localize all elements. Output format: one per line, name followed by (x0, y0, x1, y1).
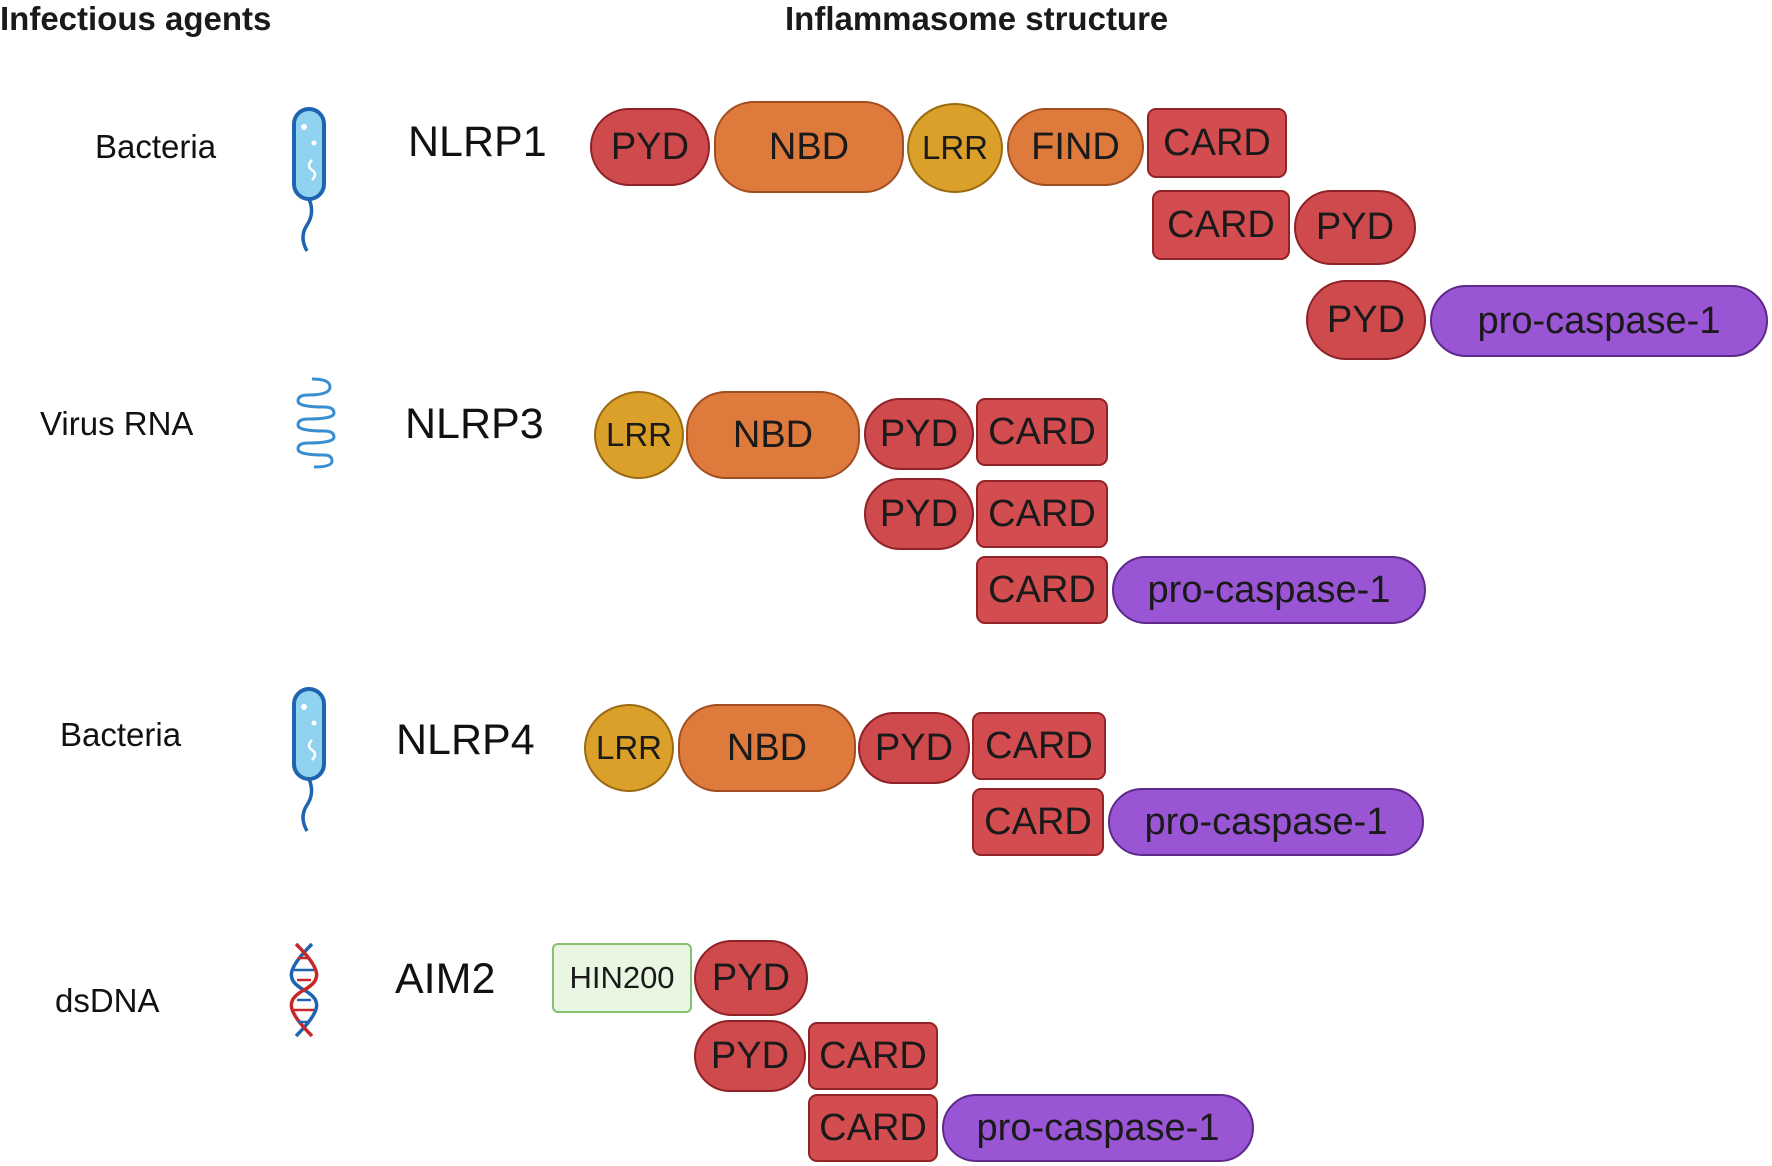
agent-label-bacteria-nlrp1: Bacteria (95, 128, 217, 165)
receptor-label-nlrp1: NLRP1 (408, 118, 547, 166)
pyd-domain: PYD (1294, 190, 1416, 265)
lrr-domain: LRR (907, 103, 1003, 193)
card-domain: CARD (976, 398, 1108, 466)
hin200-domain: HIN200 (552, 943, 692, 1013)
dna-helix-icon (289, 942, 319, 1038)
pyd-domain: PYD (1306, 280, 1426, 360)
receptor-label-nlrp4: NLRP4 (396, 716, 535, 764)
pro-caspase-1-domain: pro-caspase-1 (1112, 556, 1426, 624)
receptor-label-nlrp3: NLRP3 (405, 400, 544, 448)
pyd-domain: PYD (858, 712, 970, 784)
pro-caspase-1-domain: pro-caspase-1 (1108, 788, 1424, 856)
pyd-domain: PYD (694, 1020, 806, 1092)
pyd-domain: PYD (694, 940, 808, 1016)
infectious-agents-header: Infectious agents (0, 0, 272, 37)
lrr-domain: LRR (584, 704, 674, 792)
nbd-domain: NBD (678, 704, 856, 792)
pyd-domain: PYD (590, 108, 710, 186)
bacterium-icon (292, 687, 326, 832)
receptor-label-aim2: AIM2 (395, 955, 496, 1003)
rna-coil-icon (296, 377, 336, 469)
find-domain: FIND (1007, 108, 1144, 186)
card-domain: CARD (1152, 190, 1290, 260)
pro-caspase-1-domain: pro-caspase-1 (1430, 285, 1768, 357)
card-domain: CARD (1147, 108, 1287, 178)
card-domain: CARD (976, 480, 1108, 548)
card-domain: CARD (972, 788, 1104, 856)
bacterium-icon (292, 107, 326, 252)
pro-caspase-1-domain: pro-caspase-1 (942, 1094, 1254, 1162)
card-domain: CARD (972, 712, 1106, 780)
agent-label-bacteria-nlrp4: Bacteria (60, 716, 182, 753)
card-domain: CARD (808, 1094, 938, 1162)
agent-label-virus-rna: Virus RNA (40, 405, 194, 442)
pyd-domain: PYD (864, 478, 974, 550)
inflammasome-structure-header: Inflammasome structure (785, 0, 1169, 37)
nbd-domain: NBD (686, 391, 860, 479)
card-domain: CARD (808, 1022, 938, 1090)
card-domain: CARD (976, 556, 1108, 624)
nbd-domain: NBD (714, 101, 904, 193)
agent-label-dsdna: dsDNA (55, 982, 160, 1019)
lrr-domain: LRR (594, 391, 684, 479)
pyd-domain: PYD (864, 398, 974, 470)
